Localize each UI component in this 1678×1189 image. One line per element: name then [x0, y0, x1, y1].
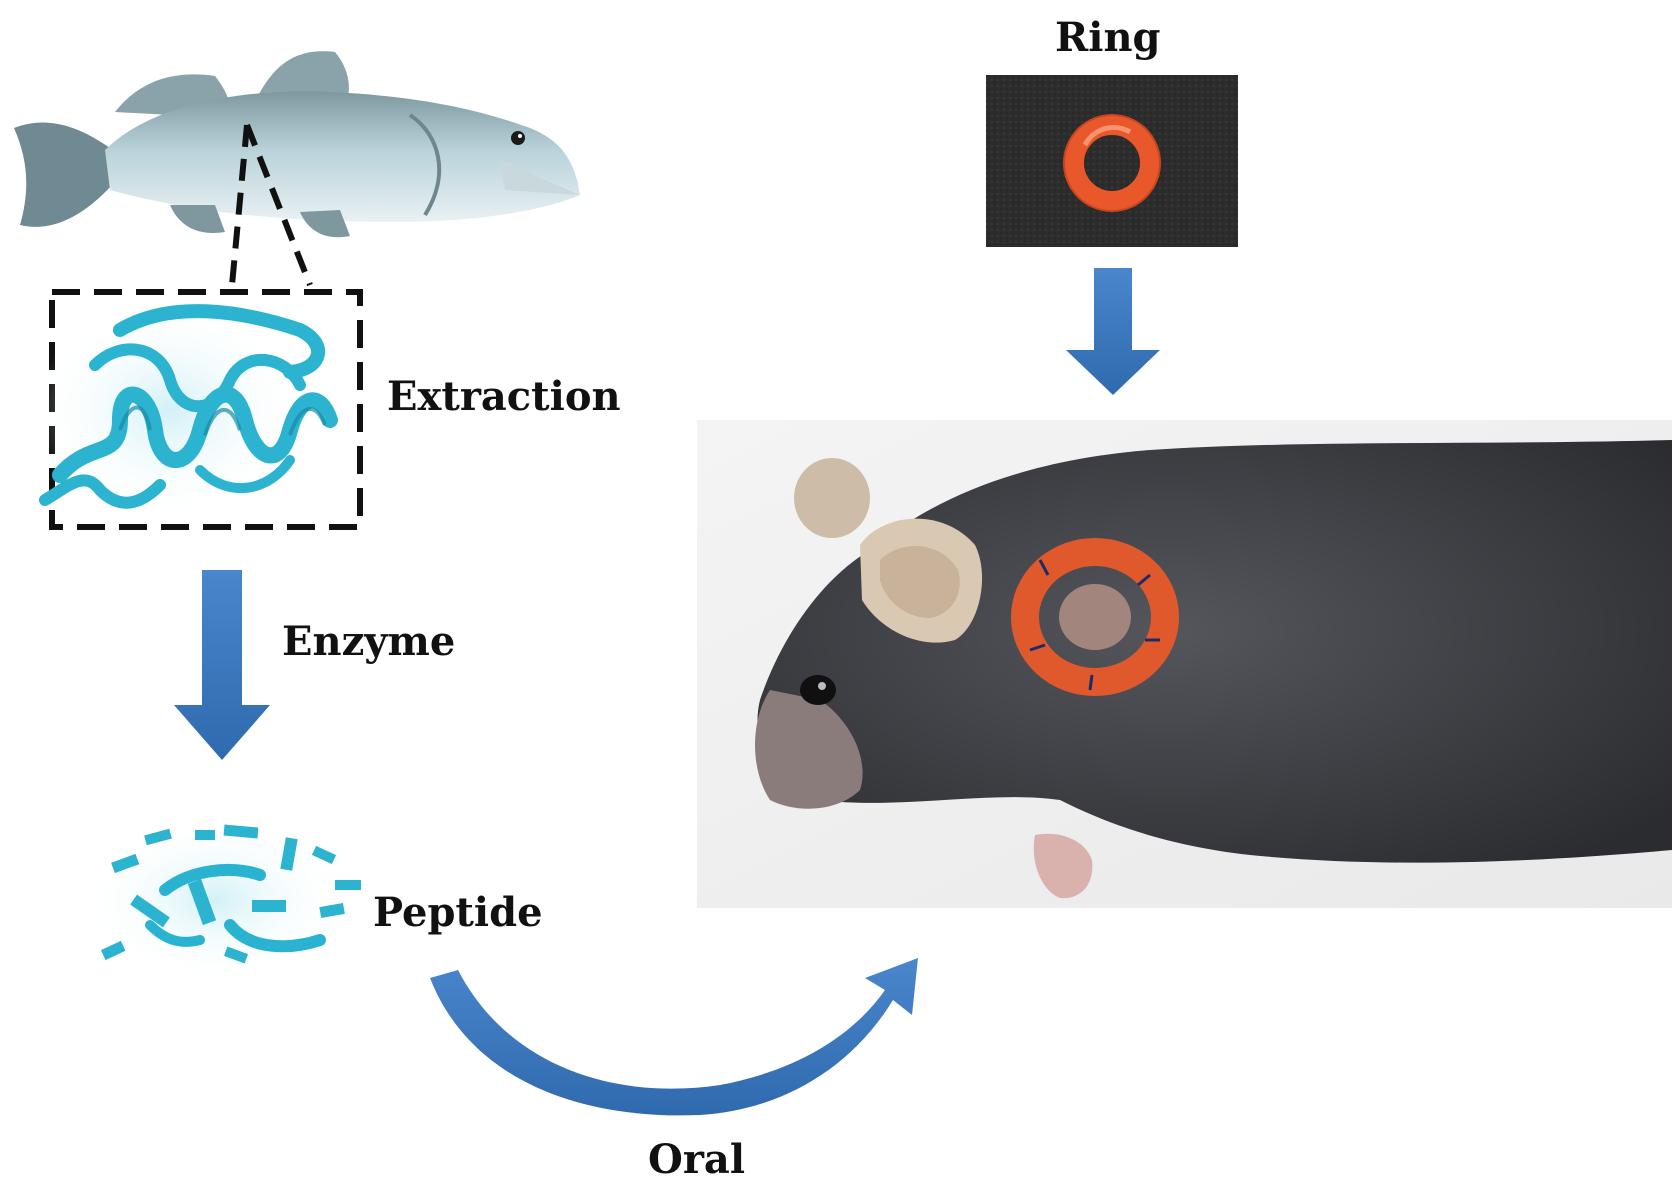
protein-ribbon-illustration — [35, 300, 338, 520]
zoom-line-left — [229, 124, 250, 286]
label-oral: Oral — [648, 1136, 746, 1183]
label-extraction: Extraction — [387, 373, 621, 420]
mouse-with-ring-photo — [697, 420, 1672, 908]
oral-arrow — [430, 958, 918, 1116]
peptide-fragments-illustration — [85, 820, 361, 980]
ring-arrow — [1066, 268, 1160, 395]
label-enzyme: Enzyme — [282, 618, 456, 665]
zoom-line-right — [244, 123, 313, 287]
orange-silicone-ring-photo — [986, 75, 1238, 247]
fish-illustration — [14, 51, 580, 238]
label-peptide: Peptide — [373, 889, 543, 936]
enzyme-arrow — [174, 570, 270, 760]
label-ring: Ring — [1055, 14, 1161, 61]
